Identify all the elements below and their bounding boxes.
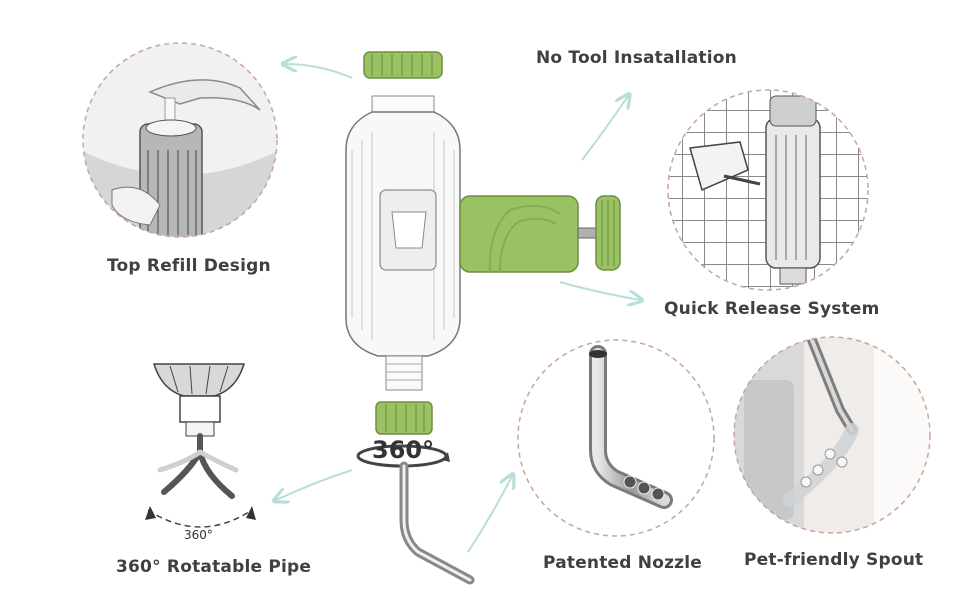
label-rotatable-pipe: 360° Rotatable Pipe: [116, 557, 312, 577]
top-refill-image: [82, 42, 278, 238]
arrow-to-no-tool: [581, 96, 628, 161]
arrow-to-quick-release: [559, 281, 640, 300]
label-no-tool-installation: No Tool Insatallation: [536, 48, 737, 68]
arrow-to-rotatable-pipe: [276, 469, 353, 500]
pipe-rotation-badge: 360°: [184, 528, 213, 542]
label-patented-nozzle: Patented Nozzle: [543, 553, 703, 573]
label-quick-release: Quick Release System: [664, 299, 880, 319]
label-pet-friendly-spout: Pet-friendly Spout: [744, 550, 924, 570]
label-top-refill: Top Refill Design: [107, 256, 271, 276]
top-cap: [363, 51, 443, 79]
nozzle-image: [517, 339, 715, 537]
connector-arrows: [276, 64, 640, 553]
arrow-to-patented-nozzle: [467, 476, 512, 553]
rotation-badge: 360°: [372, 436, 435, 464]
water-bottle: [345, 51, 621, 585]
spout-image: [733, 336, 931, 534]
bottom-cap: [375, 401, 433, 435]
rotatable-pipe-illustration: [145, 363, 256, 528]
arrow-to-top-refill: [285, 64, 353, 79]
cage-mount-image: [667, 89, 869, 291]
